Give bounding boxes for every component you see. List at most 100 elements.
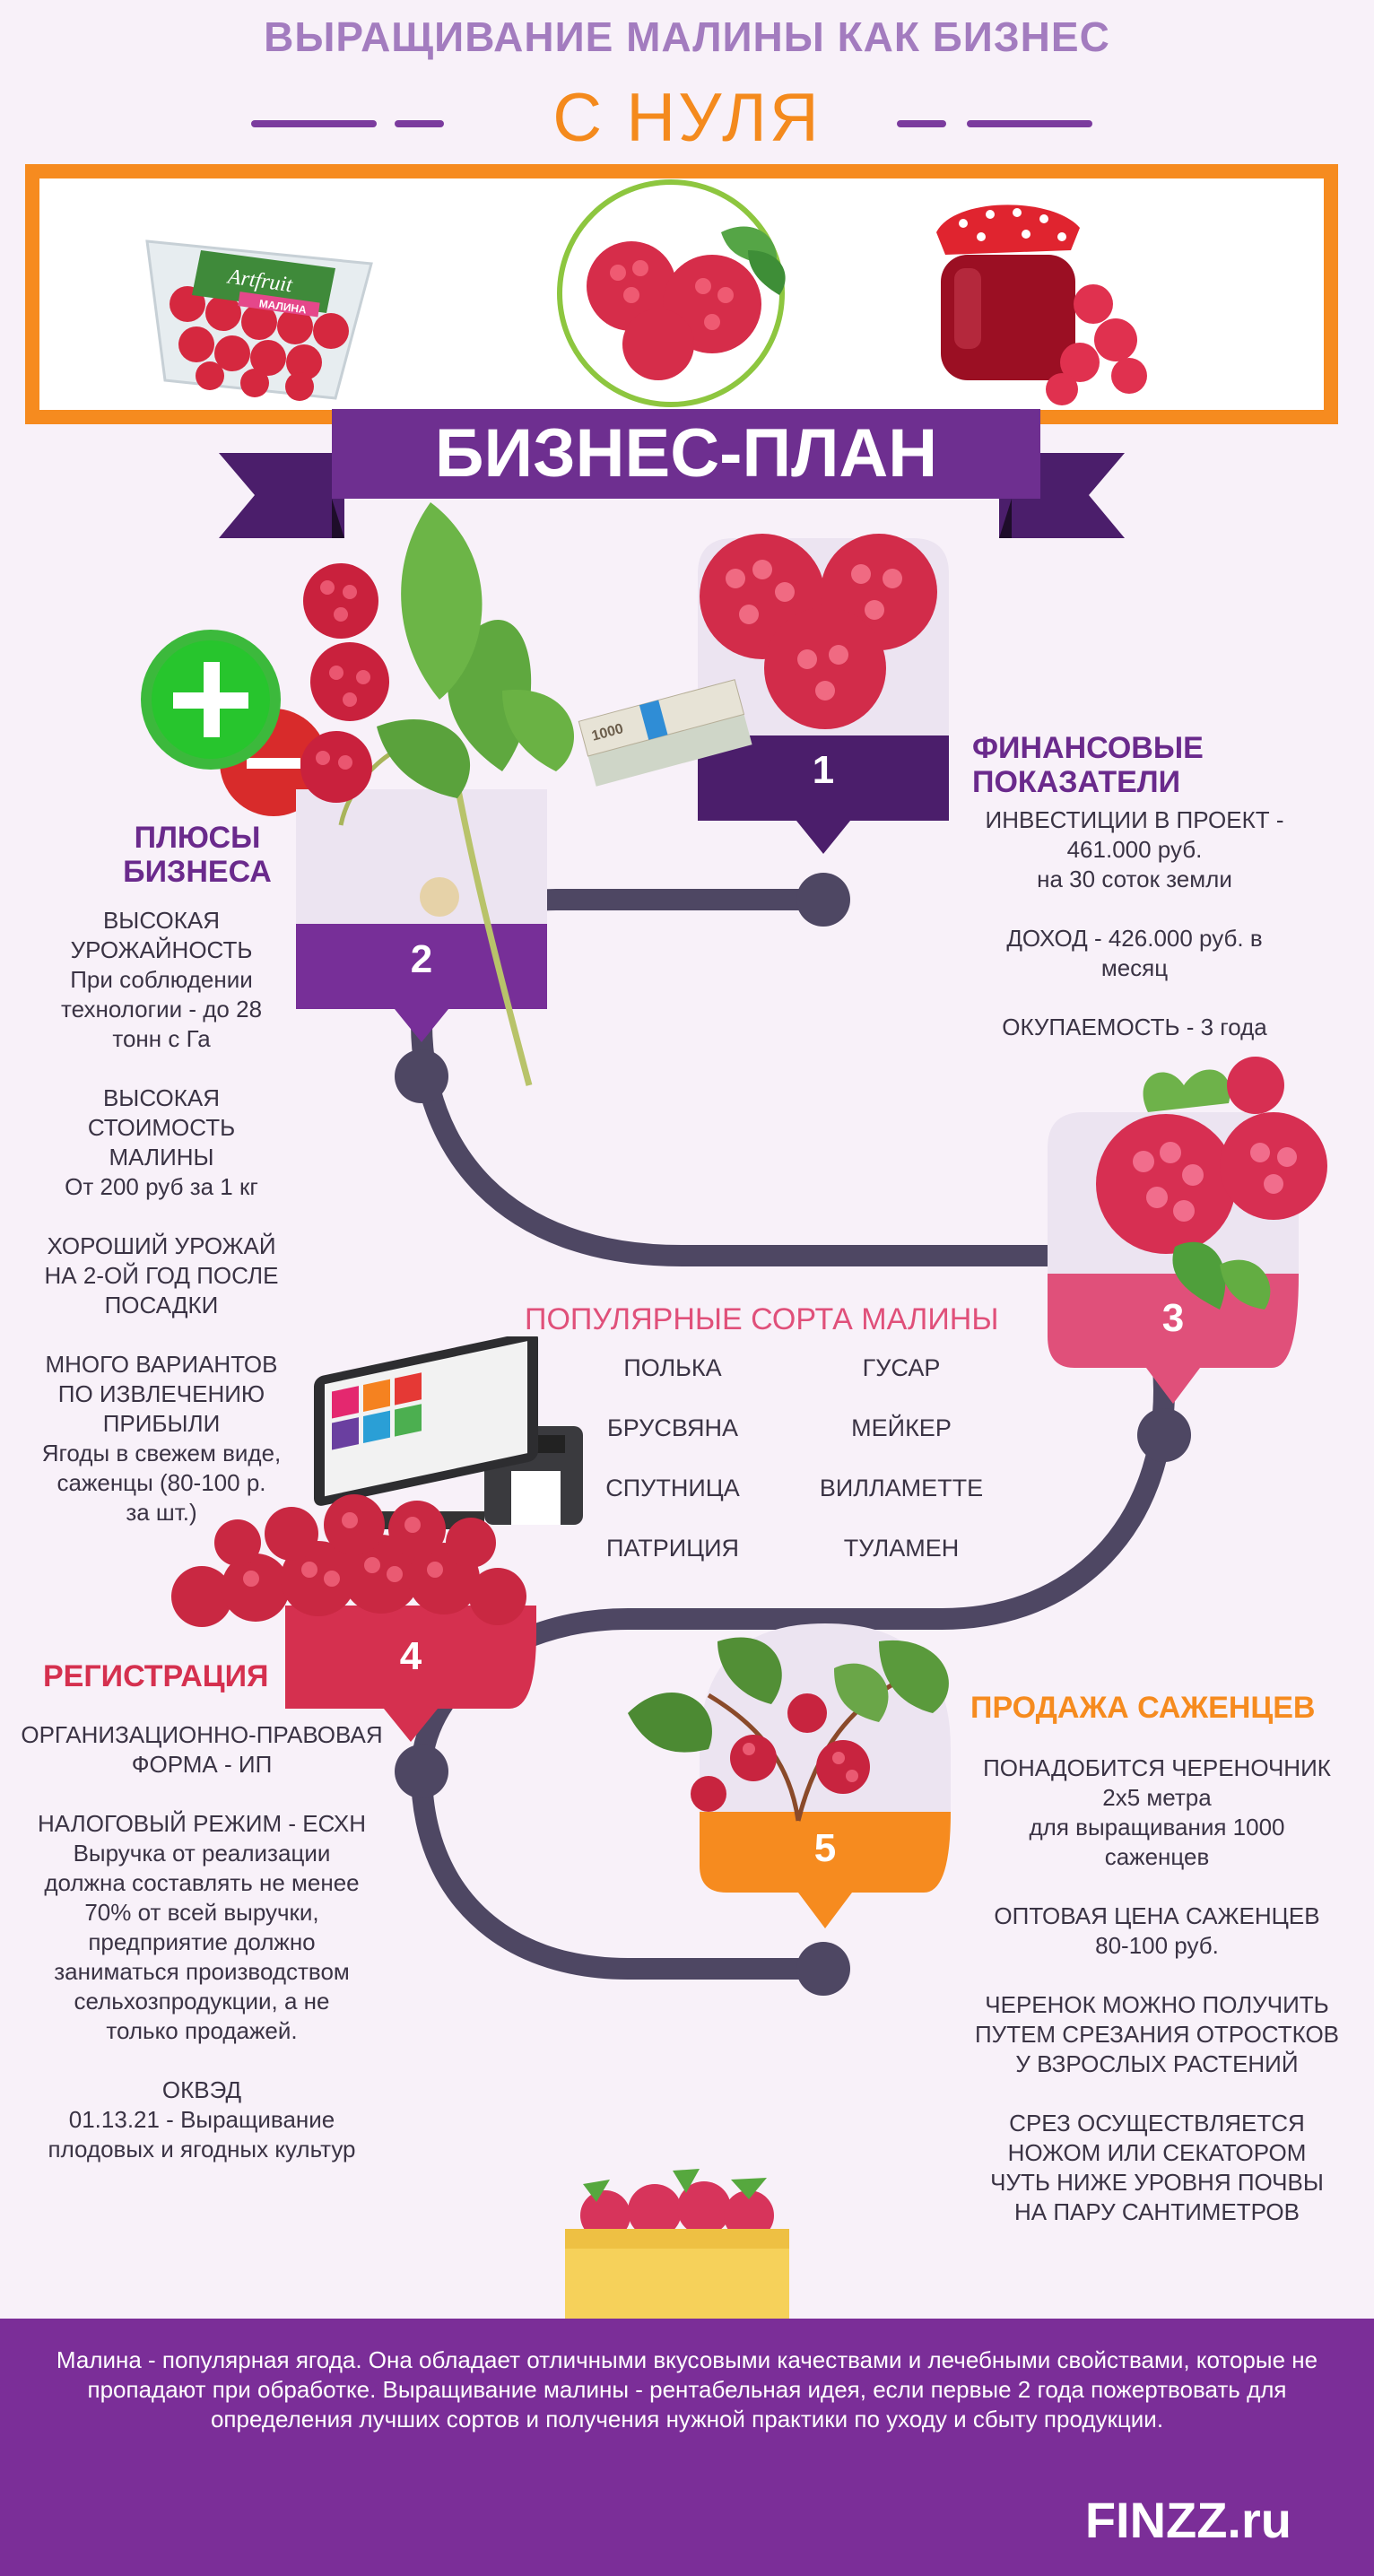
text-line: должна составлять не менее <box>44 1869 360 1896</box>
text-line: МНОГО ВАРИАНТОВ <box>45 1351 278 1378</box>
text-line: сельхозпродукции, а не <box>74 1988 330 2015</box>
text-line: 461.000 руб. <box>1066 836 1203 863</box>
raspberry-branch-icon <box>300 502 574 1086</box>
text-line: ВЫСОКАЯ <box>102 1084 221 1111</box>
text-line: УРОЖАЙНОСТЬ <box>70 936 253 963</box>
text-line: ВЫСОКАЯ <box>102 907 221 934</box>
title-dash-left-long <box>251 120 377 127</box>
infographic-title: ВЫРАЩИВАНИЕ МАЛИНЫ КАК БИЗНЕС <box>264 13 1110 60</box>
road-node-2 <box>395 1049 448 1103</box>
variety-item: МЕЙКЕР <box>851 1414 952 1441</box>
text-line <box>9 1780 395 1809</box>
text-line: ПОСАДКИ <box>104 1292 219 1318</box>
text-line: ОКВЭД <box>161 2076 242 2103</box>
step-1-number: 1 <box>812 748 835 792</box>
text-line: ОПТОВАЯ ЦЕНА САЖЕНЦЕВ <box>994 1902 1320 1929</box>
text-line <box>951 1872 1363 1902</box>
road-path <box>395 873 1191 1996</box>
text-line: заниматься производством <box>54 1958 350 1985</box>
text-line: месяц <box>1100 954 1169 981</box>
text-line: для выращивания 1000 <box>1029 1814 1285 1841</box>
text-line: Ягоды в свежем виде, <box>41 1440 282 1466</box>
text-line: ПУТЕМ СРЕЗАНИЯ ОТРОСТКОВ <box>974 2021 1340 2048</box>
text-line: ФОРМА - ИП <box>131 1751 273 1778</box>
text-line: саженцы (80-100 р. <box>57 1469 266 1496</box>
text-line <box>18 1054 305 1083</box>
title-dash-right-long <box>967 120 1092 127</box>
variety-item: ПАТРИЦИЯ <box>605 1535 740 1562</box>
text-line: ПО ИЗВЛЕЧЕНИЮ <box>57 1380 265 1407</box>
text-line <box>933 894 1336 924</box>
variety-item: БРУСВЯНА <box>607 1414 738 1441</box>
text-line: НА ПАРУ САНТИМЕТРОВ <box>1014 2198 1300 2225</box>
text-line: НА 2-ОЙ ГОД ПОСЛЕ <box>44 1262 279 1289</box>
varieties-right-list: ГУСАР МЕЙКЕР ВИЛЛАМЕТТЕ ТУЛАМЕН <box>789 1354 1013 1595</box>
text-line: У ВЗРОСЛЫХ РАСТЕНИЙ <box>1015 2050 1299 2077</box>
variety-item: СПУТНИЦА <box>605 1475 740 1501</box>
text-line: 2х5 метра <box>1102 1784 1212 1811</box>
text-line: При соблюдении <box>70 966 253 993</box>
text-line: тонн с Га <box>112 1025 211 1052</box>
variety-item: ПОЛЬКА <box>623 1354 722 1381</box>
berry-basket-icon <box>565 2169 789 2341</box>
road-node-5 <box>796 1942 850 1996</box>
text-line: НОЖОМ ИЛИ СЕКАТОРОМ <box>1007 2139 1307 2166</box>
text-line <box>9 2046 395 2076</box>
step-1-raspberries <box>700 534 937 729</box>
variety-item: ГУСАР <box>862 1354 941 1381</box>
step-3-number: 3 <box>1161 1296 1185 1340</box>
text-line <box>951 2079 1363 2109</box>
registration-title: РЕГИСТРАЦИЯ <box>43 1659 269 1693</box>
step-3-raspberries <box>1096 1057 1327 1310</box>
text-line: ЧЕРЕНОК МОЖНО ПОЛУЧИТЬ <box>985 1991 1329 2018</box>
pluses-title-line-2: БИЗНЕСА <box>123 855 272 889</box>
text-line: 70% от всей выручки, <box>84 1899 319 1926</box>
raspberry-seedling-icon <box>628 1637 949 1822</box>
varieties-title: ПОПУЛЯРНЫЕ СОРТА МАЛИНЫ <box>525 1302 999 1336</box>
seedlings-text: ПОНАДОБИТСЯ ЧЕРЕНОЧНИК 2х5 метра для выр… <box>951 1754 1363 2227</box>
text-line: плодовых и ягодных культур <box>48 2136 356 2163</box>
text-line <box>18 1202 305 1231</box>
road-node-4 <box>395 1745 448 1798</box>
text-line <box>951 1961 1363 1990</box>
step-2-number: 2 <box>410 937 433 981</box>
text-line: ПРИБЫЛИ <box>102 1410 221 1437</box>
business-plan-banner: БИЗНЕС-ПЛАН <box>332 409 1040 499</box>
varieties-left-list: ПОЛЬКА БРУСВЯНА СПУТНИЦА ПАТРИЦИЯ <box>574 1354 771 1595</box>
step-4-card <box>285 1606 536 1742</box>
text-line: за шт.) <box>126 1499 197 1526</box>
text-line: ДОХОД - 426.000 руб. в <box>1006 925 1263 952</box>
finance-title-line-1: ФИНАНСОВЫЕ <box>972 731 1204 765</box>
step-5-number: 5 <box>813 1826 837 1870</box>
variety-item: ВИЛЛАМЕТТЕ <box>819 1475 984 1501</box>
pluses-text: ВЫСОКАЯ УРОЖАЙНОСТЬ При соблюдении техно… <box>18 906 305 1527</box>
money-stack-icon: 1000 <box>578 679 752 787</box>
text-line: СТОИМОСТЬ <box>87 1114 236 1141</box>
raspberry-jam-jar-icon <box>936 205 1147 405</box>
text-line: СРЕЗ ОСУЩЕСТВЛЯЕТСЯ <box>1009 2110 1305 2137</box>
text-line: ЧУТЬ НИЖЕ УРОВНЯ ПОЧВЫ <box>990 2169 1324 2196</box>
seedlings-title: ПРОДАЖА САЖЕНЦЕВ <box>970 1691 1316 1725</box>
text-line: Выручка от реализации <box>73 1840 331 1867</box>
footer-description: Малина - популярная ягода. Она обладает … <box>56 2346 1318 2432</box>
site-brand: FINZZ.ru <box>1084 2492 1291 2548</box>
text-line: ОКУПАЕМОСТЬ - 3 года <box>1002 1014 1267 1040</box>
finance-text: ИНВЕСТИЦИИ В ПРОЕКТ - 461.000 руб. на 30… <box>933 805 1336 1042</box>
road-node-3 <box>1137 1408 1191 1462</box>
text-line: технологии - до 28 <box>60 996 263 1023</box>
text-line: ИНВЕСТИЦИИ В ПРОЕКТ - <box>985 806 1284 833</box>
pos-terminal-icon <box>314 1336 583 1529</box>
text-line: саженцев <box>1104 1843 1210 1870</box>
text-line: ОРГАНИЗАЦИОННО-ПРАВОВАЯ <box>21 1721 383 1748</box>
step-4-number: 4 <box>399 1634 422 1678</box>
road-node-1 <box>796 873 850 927</box>
footer: Малина - популярная ягода. Она обладает … <box>0 2319 1374 2576</box>
pluses-title-line-1: ПЛЮСЫ <box>134 821 261 855</box>
registration-text: ОРГАНИЗАЦИОННО-ПРАВОВАЯ ФОРМА - ИП НАЛОГ… <box>9 1720 395 2164</box>
step-2-card <box>296 789 547 1042</box>
text-line: предприятие должно <box>88 1928 316 1955</box>
text-line: только продажей. <box>106 2017 298 2044</box>
text-line: на 30 соток земли <box>1037 866 1232 892</box>
text-line: ХОРОШИЙ УРОЖАЙ <box>47 1232 276 1259</box>
step-4-raspberries <box>171 1494 526 1627</box>
